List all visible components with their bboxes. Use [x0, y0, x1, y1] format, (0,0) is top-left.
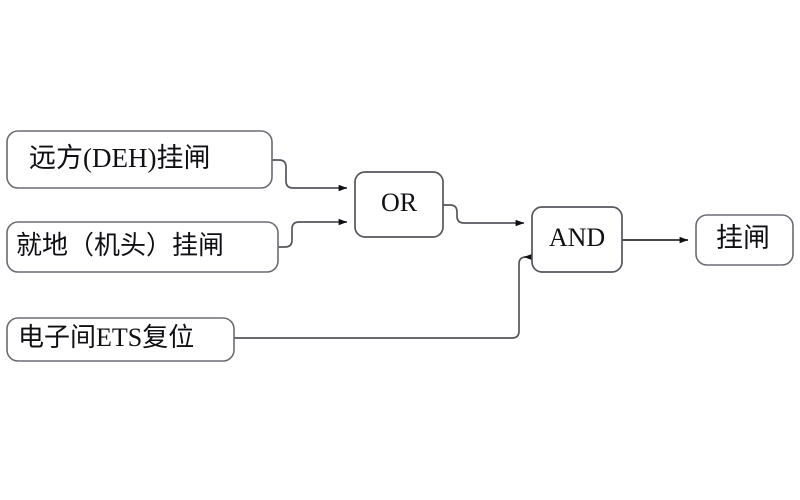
node-input-3-shape — [6, 317, 235, 362]
connector-or-to-and — [443, 204, 525, 227]
gate-and-label: AND — [549, 223, 605, 252]
node-input-3[interactable]: 电子间ETS复位 — [6, 317, 235, 362]
node-output-1-shape — [695, 214, 794, 266]
connector-input1-to-or — [272, 159, 348, 192]
node-input-3-label: 电子间ETS复位 — [18, 323, 194, 352]
node-input-1-label: 远方(DEH)挂闸 — [29, 143, 210, 173]
gate-or[interactable]: OR — [354, 171, 444, 238]
node-input-1[interactable]: 远方(DEH)挂闸 — [6, 130, 273, 189]
gate-or-shape — [354, 171, 444, 238]
connector-input2-to-or — [278, 218, 348, 248]
node-output-1-label: 挂闸 — [716, 223, 770, 253]
gate-and-shape — [531, 206, 623, 273]
node-output-1[interactable]: 挂闸 — [695, 214, 794, 266]
node-input-2[interactable]: 就地（机头）挂闸 — [6, 221, 279, 273]
node-input-2-shape — [6, 221, 279, 273]
connector-input3-to-and — [234, 253, 533, 339]
gate-and[interactable]: AND — [531, 206, 623, 273]
node-input-1-shape — [6, 130, 273, 189]
gate-or-label: OR — [381, 188, 418, 217]
node-input-2-label: 就地（机头）挂闸 — [16, 231, 224, 260]
